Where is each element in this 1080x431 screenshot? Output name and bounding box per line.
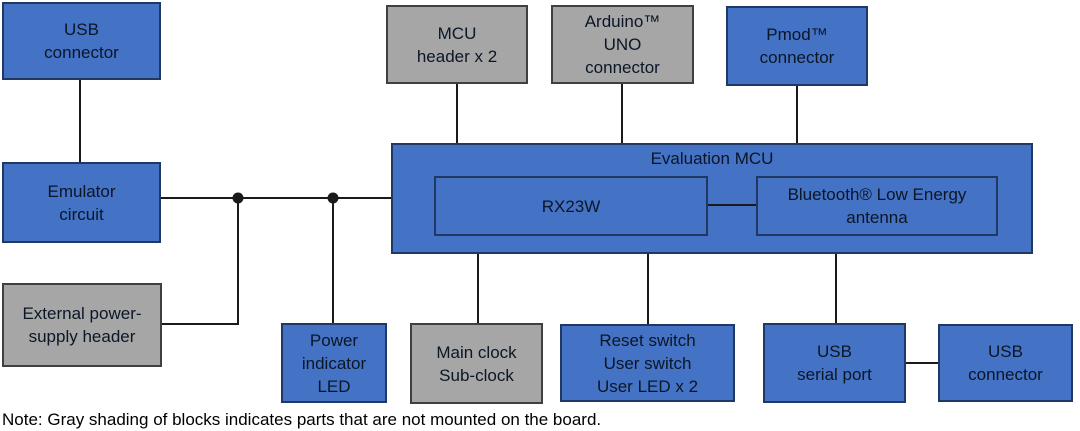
block-arduino-uno-connector: Arduino™ UNO connector	[551, 5, 694, 84]
block-emulator-circuit: Emulator circuit	[2, 162, 161, 243]
connector-arduino-down	[621, 84, 623, 144]
block-label: UNO	[603, 35, 642, 54]
block-mcu-header: MCU header x 2	[386, 5, 528, 84]
connector-junction2-to-power-led	[332, 198, 334, 323]
block-label: serial port	[797, 365, 872, 384]
block-label: User switch	[603, 353, 692, 373]
block-label: Reset switch	[599, 330, 696, 350]
block-label: User LED x 2	[596, 376, 699, 396]
connector-pmod-down	[796, 86, 798, 144]
connector-mcu-to-reset-switch	[647, 253, 649, 325]
connector-mcu-header-down	[456, 84, 458, 144]
block-label: connector	[968, 365, 1043, 384]
block-rx23w: RX23W	[434, 176, 708, 236]
junction-dot	[232, 192, 244, 204]
block-label: RX23W	[541, 196, 601, 216]
note-text: Note: Gray shading of blocks indicates p…	[2, 410, 602, 429]
block-label: header x 2	[416, 46, 498, 66]
block-label: External power-	[22, 304, 142, 323]
block-label: supply header	[28, 327, 136, 346]
block-label: Pmod™	[766, 25, 828, 44]
block-label: Main clock	[436, 342, 517, 362]
block-external-power-supply-header: External power- supply header	[2, 283, 162, 367]
block-usb-connector-top: USB connector	[2, 2, 161, 80]
connector-mcu-to-usb-serial	[835, 253, 837, 324]
block-label: Bluetooth® Low Energy	[787, 185, 967, 204]
block-label: MCU	[437, 23, 477, 43]
block-label: LED	[317, 376, 351, 396]
block-label: USB	[817, 342, 852, 361]
connector-external-power-to-junction1	[162, 323, 238, 325]
block-label: connector	[759, 48, 835, 67]
block-label: connector	[585, 58, 660, 77]
block-label: Power	[309, 330, 359, 350]
block-label: USB	[988, 342, 1023, 361]
block-usb-serial-port: USB serial port	[763, 323, 906, 403]
block-label: circuit	[59, 204, 104, 224]
block-usb-connector-bottom: USB connector	[938, 324, 1073, 402]
connector-usb-serial-to-usb-connector	[905, 362, 939, 364]
block-reset-user-switch-led: Reset switch User switch User LED x 2	[560, 324, 735, 402]
connector-emulator-to-mcu	[160, 197, 391, 199]
connector-junction1-down	[237, 198, 239, 325]
block-power-indicator-led: Power indicator LED	[281, 323, 387, 403]
block-pmod-connector: Pmod™ connector	[726, 6, 868, 86]
block-main-clock-sub-clock: Main clock Sub-clock	[410, 323, 543, 404]
block-label: indicator	[301, 353, 367, 373]
block-label: Evaluation MCU	[650, 149, 774, 168]
block-label: connector	[44, 43, 119, 62]
block-label: Arduino™	[584, 12, 661, 31]
connector-mcu-to-main-clock	[477, 253, 479, 324]
block-label: antenna	[846, 208, 908, 227]
connector-usb-to-emulator	[79, 80, 81, 162]
block-label: USB	[64, 20, 99, 39]
block-ble-antenna: Bluetooth® Low Energy antenna	[756, 176, 998, 236]
junction-dot	[327, 192, 339, 204]
connector-rx23w-to-antenna	[706, 204, 758, 206]
block-label: Sub-clock	[439, 365, 514, 385]
block-label: Emulator	[47, 181, 116, 201]
